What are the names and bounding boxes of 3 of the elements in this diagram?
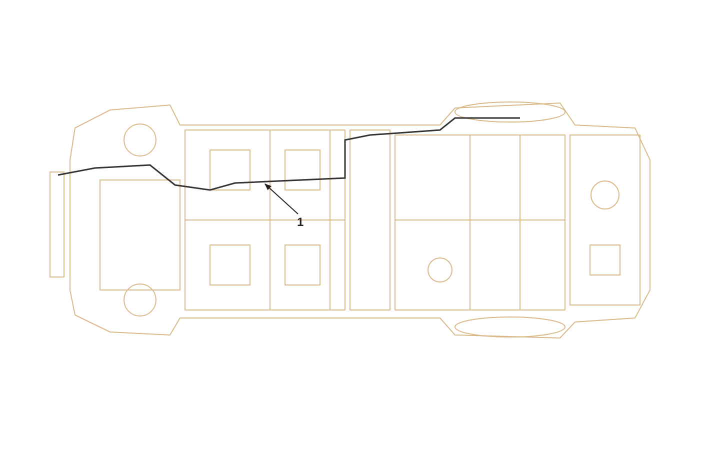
- callout-number: 1: [297, 215, 304, 229]
- leader-line: [264, 184, 298, 214]
- pipe-line: [58, 117, 520, 191]
